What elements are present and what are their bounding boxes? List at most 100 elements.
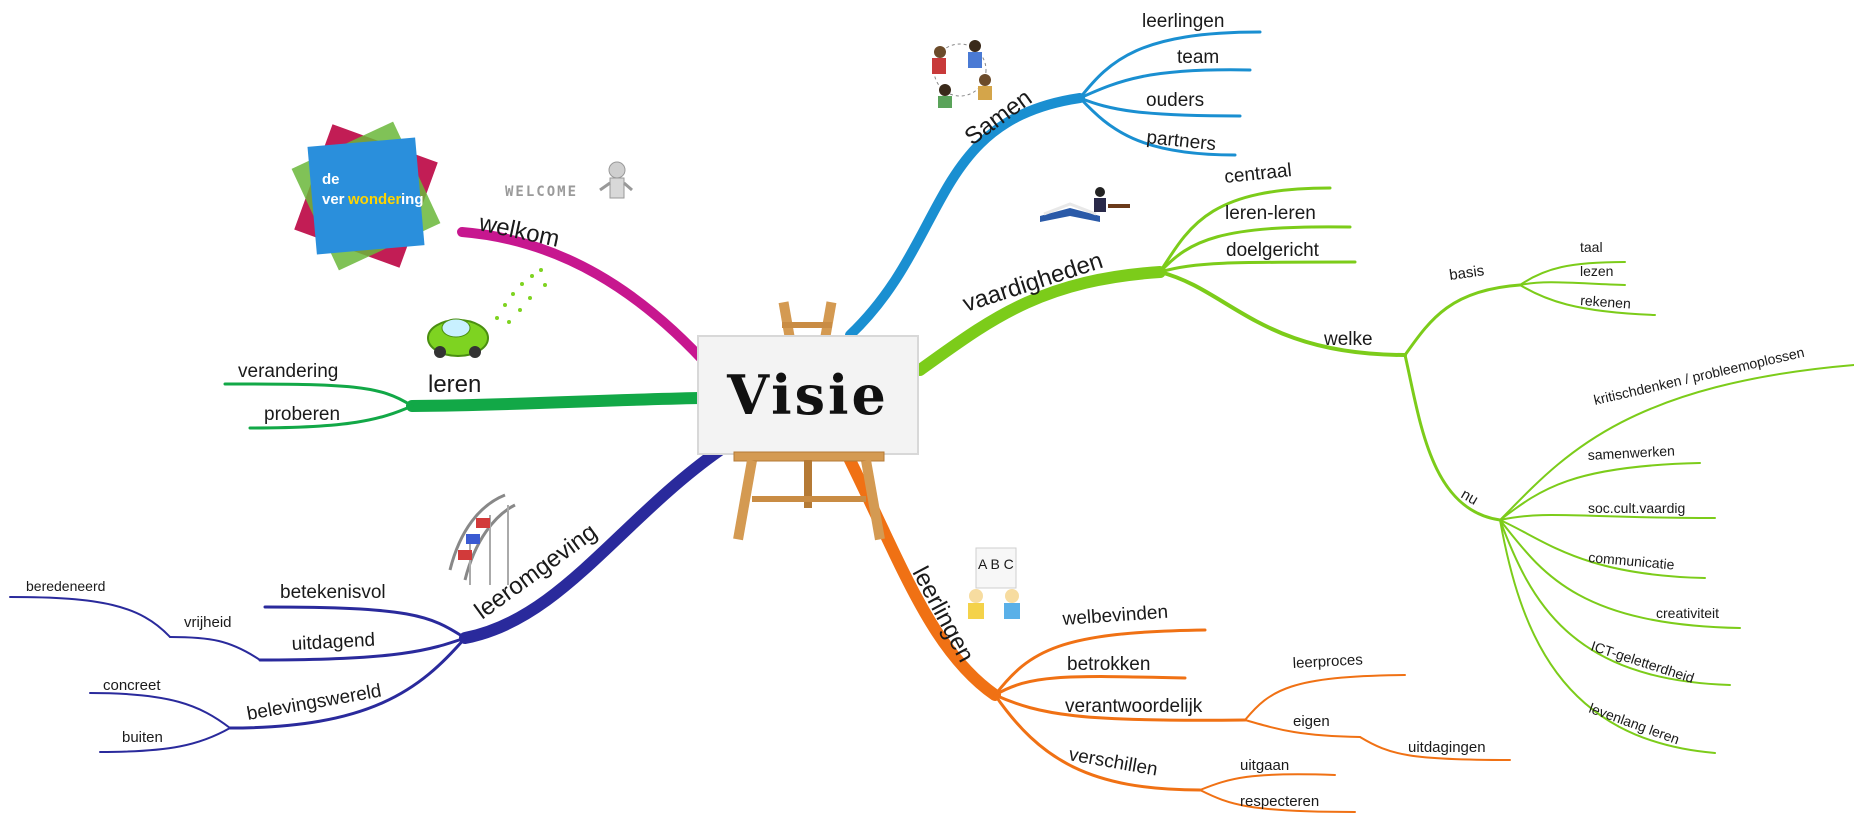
verschillen-line-respecteren bbox=[1199, 789, 1356, 813]
abc-board-icon bbox=[968, 547, 1020, 619]
label-nu: nu bbox=[1458, 486, 1481, 509]
vaardigheden-trunk bbox=[914, 266, 1166, 376]
center-easel bbox=[697, 301, 919, 541]
label-levenlang: levenlang leren bbox=[1587, 700, 1682, 748]
logo-word-ing: ing bbox=[401, 191, 424, 208]
label-buiten: buiten bbox=[122, 729, 163, 746]
eigen-line-uitdagingen bbox=[1359, 736, 1511, 761]
label-taal: taal bbox=[1580, 239, 1603, 255]
leerlingen-line-verantwoordelijk bbox=[993, 693, 1247, 722]
label-samenwerken: samenwerken bbox=[1587, 442, 1675, 463]
basis-line bbox=[1403, 283, 1522, 357]
basis-line-taal bbox=[1519, 261, 1626, 286]
samen-line-ouders bbox=[1078, 96, 1242, 118]
label-verandering: verandering bbox=[238, 361, 338, 382]
easel-crossbar bbox=[752, 496, 866, 502]
samen-line-team bbox=[1078, 68, 1252, 100]
welcome-sign: WELCOME bbox=[505, 184, 578, 200]
leeromgeving-line-uitdagend bbox=[258, 636, 467, 662]
nu-line-communicatie bbox=[1499, 519, 1706, 579]
logo-square-blue bbox=[307, 137, 425, 255]
label-doelgericht: doelgericht bbox=[1226, 240, 1320, 261]
label-verantwoordelijk: verantwoordelijk bbox=[1065, 696, 1203, 717]
verantw-line-leerproces bbox=[1244, 674, 1406, 721]
nu-line-ict bbox=[1499, 519, 1731, 686]
logo-word-wonder: wonder bbox=[347, 191, 401, 208]
label-samen-ouders: ouders bbox=[1146, 90, 1204, 111]
verantw-line-eigen bbox=[1244, 719, 1361, 738]
label-uitgaan: uitgaan bbox=[1240, 757, 1289, 774]
branch-leeromgeving bbox=[9, 444, 726, 753]
label-leerproces: leerproces bbox=[1292, 651, 1363, 672]
vaardigheden-line-centraal bbox=[1158, 186, 1332, 274]
leren-line-verandering bbox=[223, 382, 414, 408]
center-title: Visie bbox=[726, 363, 889, 427]
samen-line-partners bbox=[1078, 96, 1237, 157]
book-icon bbox=[1040, 187, 1130, 222]
leeromgeving-trunk bbox=[459, 444, 726, 644]
label-concreet: concreet bbox=[103, 677, 161, 694]
label-belevingswereld: belevingswereld bbox=[245, 681, 383, 725]
leren-line-proberen bbox=[248, 404, 414, 430]
label-welke: welke bbox=[1323, 329, 1373, 350]
label-rekenen: rekenen bbox=[1580, 292, 1632, 311]
easel-leg-back bbox=[804, 460, 812, 508]
label-beredeneerd: beredeneerd bbox=[26, 578, 105, 594]
easel-shelf bbox=[733, 451, 885, 462]
easel-leg-left bbox=[733, 459, 757, 541]
beleving-line-concreet bbox=[89, 692, 231, 729]
label-leren: leren bbox=[428, 371, 481, 398]
branch-vaardigheden bbox=[914, 186, 1854, 754]
label-eigen: eigen bbox=[1293, 713, 1330, 730]
nu-line-samenwerken bbox=[1499, 462, 1701, 521]
label-basis: basis bbox=[1448, 262, 1485, 284]
easel-bar-top bbox=[782, 322, 832, 328]
leerlingen-trunk bbox=[839, 444, 1001, 701]
logo-word-de: de bbox=[322, 171, 340, 188]
easel-canvas bbox=[697, 335, 919, 455]
basis-line-lezen bbox=[1519, 281, 1626, 286]
nu-line-kritisch bbox=[1499, 364, 1854, 521]
label-welbevinden: welbevinden bbox=[1061, 602, 1169, 630]
people-circle-icon bbox=[932, 40, 992, 108]
label-ict: ICT-geletterdheid bbox=[1589, 638, 1696, 686]
abc-board-text: A B C bbox=[978, 556, 1014, 572]
leerlingen-line-verschillen bbox=[993, 693, 1202, 792]
label-lezen: lezen bbox=[1580, 263, 1613, 279]
roller-coaster-icon bbox=[448, 493, 516, 585]
leerlingen-line-welbevinden bbox=[993, 628, 1207, 697]
vrijheid-line-beredeneerd bbox=[9, 596, 171, 638]
label-soccult: soc.cult.vaardig bbox=[1588, 500, 1685, 516]
leerlingen-line-betrokken bbox=[993, 675, 1187, 697]
branch-samen bbox=[845, 30, 1262, 340]
label-samen-team: team bbox=[1177, 47, 1219, 68]
welkom-trunk bbox=[457, 227, 717, 375]
logo-word-ver: ver bbox=[322, 191, 345, 208]
basis-line-rekenen bbox=[1519, 284, 1656, 316]
logo bbox=[291, 121, 441, 271]
branch-leren bbox=[223, 382, 706, 430]
label-vrijheid: vrijheid bbox=[184, 614, 232, 631]
nu-line-soccult bbox=[1499, 513, 1716, 521]
nu-line bbox=[1403, 353, 1502, 522]
branch-welkom bbox=[457, 227, 717, 375]
label-leren-leren: leren-leren bbox=[1225, 203, 1316, 224]
samen-line-leerlingen bbox=[1078, 30, 1262, 100]
label-creativiteit: creativiteit bbox=[1656, 605, 1719, 621]
welcome-figure-icon bbox=[599, 161, 633, 199]
uitdagend-line-vrijheid bbox=[169, 636, 261, 661]
leeromgeving-line-betekenisvol bbox=[263, 605, 467, 640]
beleving-line-buiten bbox=[99, 727, 231, 753]
label-betrokken: betrokken bbox=[1067, 654, 1150, 675]
leeromgeving-line-belevingswereld bbox=[228, 636, 467, 730]
leren-trunk bbox=[406, 392, 706, 412]
branch-leerlingen bbox=[839, 444, 1511, 813]
label-uitdagend: uitdagend bbox=[291, 630, 375, 655]
nu-line-levenlang bbox=[1499, 519, 1716, 754]
label-respecteren: respecteren bbox=[1240, 793, 1319, 810]
label-verschillen: verschillen bbox=[1067, 744, 1159, 780]
label-samen-leerlingen: leerlingen bbox=[1142, 11, 1224, 32]
label-betekenisvol: betekenisvol bbox=[280, 582, 386, 603]
verschillen-line-uitgaan bbox=[1199, 773, 1336, 791]
